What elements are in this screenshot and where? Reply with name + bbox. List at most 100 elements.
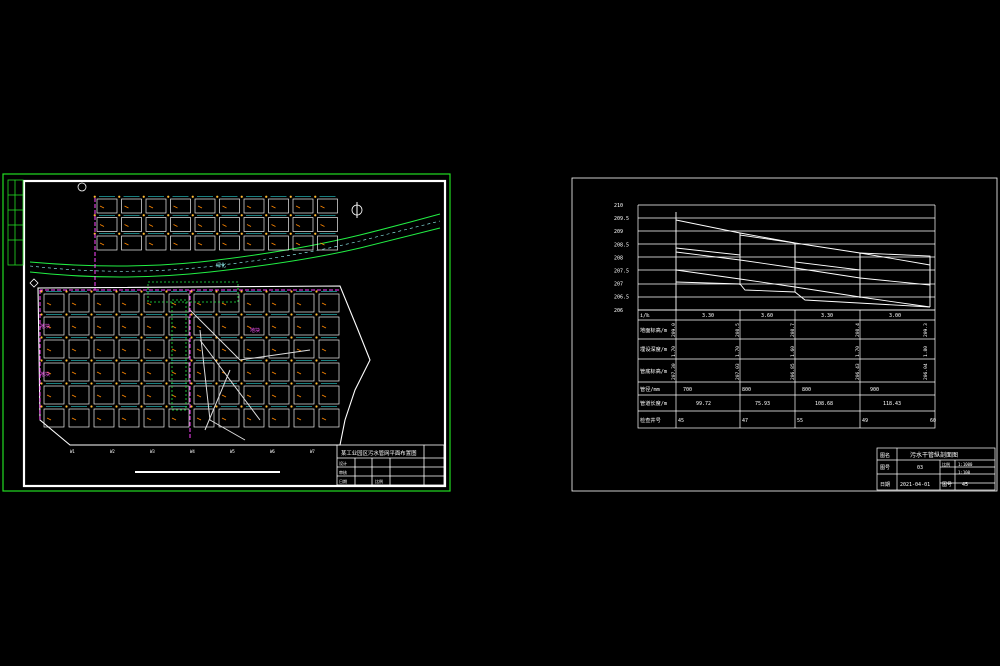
city-block [268,339,290,359]
manhole-marker [115,290,118,293]
pipe-tag [296,417,302,421]
right-title-block [876,447,996,491]
manhole-marker [165,359,168,362]
street-label: W6 [270,449,275,454]
manhole-marker [290,313,293,316]
city-block [43,385,65,405]
pipe-tag [171,302,177,306]
city-block [93,408,115,428]
city-block [318,339,340,359]
manhole-marker [90,405,93,408]
pipe-tag [271,205,276,209]
diameter-value: 700 [683,387,692,393]
manhole-marker [315,336,318,339]
pipe-tag [196,348,202,352]
street-label: W7 [310,449,315,454]
city-block [268,293,290,313]
rt-label: 图名 [880,452,890,459]
pipe-tag [71,302,77,306]
table-row-label: 埋设深度/m [640,345,667,353]
pipe-tag [173,242,178,246]
burial-depth: 1.70 [855,346,861,357]
city-block [68,408,90,428]
manhole-marker [190,336,193,339]
city-block [118,339,140,359]
manhole-id: 60 [930,418,936,424]
city-block [268,362,290,382]
pipe-tag [146,348,152,352]
city-block [143,293,165,313]
city-block [193,408,215,428]
manhole-marker [115,382,118,385]
sewer-main [39,198,340,440]
city-block [317,235,338,251]
manhole-marker [190,359,193,362]
length-value: 99.72 [696,401,711,407]
pipe-tag [271,394,277,398]
pipe-tag [197,224,203,227]
manhole-marker [65,290,68,293]
benchmark-icon [77,182,87,192]
manhole-marker [315,313,318,316]
city-block [218,339,240,359]
city-block [121,198,142,214]
profile-lines [675,212,931,310]
pipe-tag [148,205,154,209]
manhole-marker [314,195,317,198]
pipe-tag [271,224,276,227]
invert-elevation: 206.85 [790,363,796,380]
pipe-tag [124,242,129,246]
city-block [93,316,115,336]
city-block [317,198,338,214]
manhole-marker [190,290,193,293]
pipe-tag [173,205,178,209]
ground-elevation: 209.0 [671,323,677,337]
pipe-tag [171,417,177,421]
city-block [93,339,115,359]
city-block [168,385,190,405]
pipe-tag [196,302,202,306]
profile-grid [637,204,936,311]
manhole-marker [115,313,118,316]
y-tick-label: 210 [614,203,623,209]
ground-elevation: 209.3 [923,323,929,337]
ground-elevation: 208.4 [855,323,861,337]
pipe-tag [99,205,105,209]
pipe-tag [271,242,276,246]
manhole-marker [265,405,268,408]
city-block [68,385,90,405]
pipe-tag [71,394,77,398]
pipe-tag [121,348,127,352]
street-label: W3 [150,449,155,454]
pipe-tag [46,371,52,375]
y-tick-label: 208 [614,255,623,261]
pipe-tag [221,325,227,329]
city-block [218,293,240,313]
pipe-tag [96,325,102,329]
pipe-tag [148,224,154,227]
city-block [43,339,65,359]
city-block [168,293,190,313]
ground-line [675,219,931,266]
invert-elevation: 206.43 [855,363,861,380]
city-block [218,362,240,382]
city-block [293,293,315,313]
manhole-marker [315,405,318,408]
manhole-marker [216,232,219,235]
city-block [170,217,191,232]
city-block [293,385,315,405]
city-block [145,217,167,232]
manhole-marker [315,290,318,293]
binding-strip [7,179,24,266]
manhole-marker [265,195,268,198]
manhole-marker [165,405,168,408]
outfall-icon [29,278,39,288]
pipe-tag [146,325,152,329]
table-row-label: 地面标高/m [640,326,667,334]
manhole-marker [40,313,43,316]
pipe-tag [296,394,302,398]
manhole-marker [90,336,93,339]
manhole-marker [240,232,243,235]
pipe-tag [271,325,277,329]
